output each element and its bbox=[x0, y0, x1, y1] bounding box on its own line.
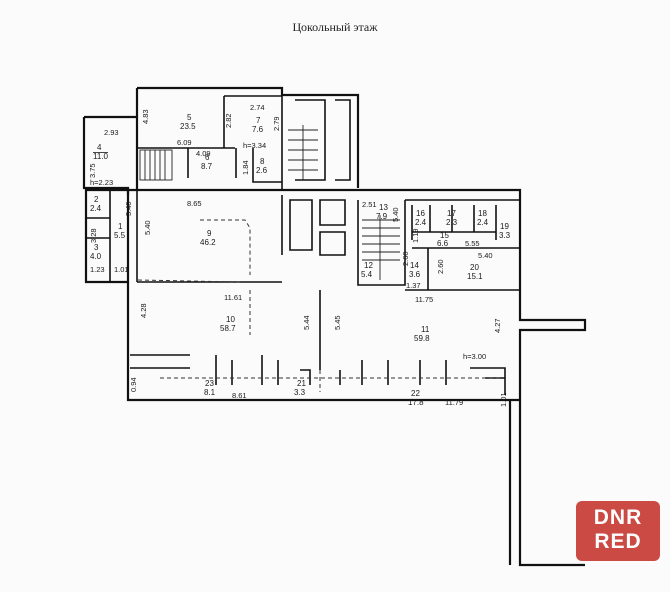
logo-line-1: DNR bbox=[593, 506, 643, 529]
room-number: 17 bbox=[447, 209, 456, 218]
room-area: 3.3 bbox=[294, 388, 306, 397]
room-number: 16 bbox=[416, 209, 425, 218]
dimension-label: 11.79 bbox=[445, 398, 463, 407]
room-number: 22 bbox=[411, 389, 420, 398]
dimension-label: 11.75 bbox=[415, 295, 433, 304]
room-number: 4 bbox=[97, 143, 102, 152]
room-number: 9 bbox=[207, 229, 212, 238]
room-area: 2.4 bbox=[90, 204, 102, 213]
room-number: 1 bbox=[118, 222, 123, 231]
dashed-lines bbox=[137, 219, 500, 392]
outer-walls bbox=[82, 86, 587, 567]
room-area: 5.5 bbox=[114, 231, 126, 240]
room-area: 11.0 bbox=[93, 152, 109, 161]
room-number: 18 bbox=[478, 209, 487, 218]
dimension-label: 6.09 bbox=[177, 138, 192, 147]
room-labels: 4 11.0 5 23.5 6 8.7 7 7.6 8 2.6 2 2.4 1 … bbox=[90, 113, 511, 407]
room-area: 7.9 bbox=[376, 212, 388, 221]
dimension-label: 0.94 bbox=[129, 377, 138, 392]
dimension-label: 5.40 bbox=[478, 251, 493, 260]
room-number: 5 bbox=[187, 113, 192, 122]
room-area: 7.6 bbox=[252, 125, 264, 134]
dimension-label: 2.82 bbox=[224, 113, 233, 128]
dimension-label: 2.74 bbox=[250, 103, 265, 112]
room-area: 2.3 bbox=[446, 218, 458, 227]
room-number: 7 bbox=[256, 116, 261, 125]
dimension-label: 4.09 bbox=[196, 149, 211, 158]
room-number: 3 bbox=[94, 243, 99, 252]
staircase-top bbox=[288, 125, 318, 180]
dimension-label: 5.45 bbox=[333, 315, 342, 330]
dimension-label: 2.60 bbox=[436, 259, 445, 274]
room-area: 23.5 bbox=[180, 122, 196, 131]
room-area: 3.3 bbox=[499, 231, 511, 240]
dimension-label: 2.60 bbox=[401, 251, 410, 266]
dimension-label: 5.44 bbox=[302, 315, 311, 330]
room-number: 20 bbox=[470, 263, 479, 272]
room-number: 13 bbox=[379, 203, 388, 212]
dimension-label: h=3.34 bbox=[243, 141, 266, 150]
room-number: 12 bbox=[364, 261, 373, 270]
dimension-label: 1.37 bbox=[406, 281, 421, 290]
room-number: 8 bbox=[260, 157, 265, 166]
room-number: 23 bbox=[205, 379, 214, 388]
dimension-label: 4.83 bbox=[141, 109, 150, 124]
room-number: 15 bbox=[440, 231, 449, 240]
dimension-label: 1.01 bbox=[114, 265, 129, 274]
staircase-left bbox=[139, 149, 173, 181]
dimension-label: 4.28 bbox=[139, 303, 148, 318]
dnr-red-logo: DNR RED bbox=[576, 501, 660, 561]
dimension-labels: 2.93 3.75 h=2.23 4.83 6.09 2.82 2.74 2.7… bbox=[88, 103, 508, 407]
room-number: 21 bbox=[297, 379, 306, 388]
dimension-label: 1.19 bbox=[411, 228, 420, 243]
logo-line-2: RED bbox=[594, 530, 642, 553]
inner-walls bbox=[86, 95, 520, 395]
dimension-label: 4.27 bbox=[493, 318, 502, 333]
room-number: 19 bbox=[500, 222, 509, 231]
dimension-label: 3.28 bbox=[89, 228, 98, 243]
room-number: 2 bbox=[94, 195, 99, 204]
room-area: 2.4 bbox=[477, 218, 489, 227]
dimension-label: h=3.00 bbox=[463, 352, 486, 361]
room-area: 2.6 bbox=[256, 166, 268, 175]
dimension-label: 2.93 bbox=[104, 128, 119, 137]
dimension-label: 5.40 bbox=[124, 201, 133, 216]
dimension-label: 8.65 bbox=[187, 199, 202, 208]
dimension-label: 5.40 bbox=[143, 220, 152, 235]
room-area: 2.4 bbox=[415, 218, 427, 227]
dimension-label: 1.01 bbox=[499, 392, 508, 407]
room-number: 14 bbox=[410, 261, 419, 270]
dimension-label: 5.55 bbox=[465, 239, 480, 248]
room-area: 8.7 bbox=[201, 162, 213, 171]
room-area: 6.6 bbox=[437, 239, 449, 248]
room-area: 46.2 bbox=[200, 238, 216, 247]
dimension-label: 1.84 bbox=[241, 160, 250, 175]
dimension-label: 3.75 bbox=[88, 163, 97, 178]
room-area: 4.0 bbox=[90, 252, 102, 261]
room-number: 6 bbox=[205, 153, 210, 162]
room-area: 58.7 bbox=[220, 324, 236, 333]
dimension-label: 2.79 bbox=[272, 116, 281, 131]
room-area: 59.8 bbox=[414, 334, 430, 343]
room-area: 17.8 bbox=[408, 398, 424, 407]
dimension-label: 11.61 bbox=[224, 293, 242, 302]
plan-title: Цокольный этаж bbox=[292, 20, 378, 34]
room-area: 5.4 bbox=[361, 270, 373, 279]
dimension-label: 2.51 bbox=[362, 200, 377, 209]
dimension-label: 5.40 bbox=[391, 207, 400, 222]
room-area: 8.1 bbox=[204, 388, 216, 397]
dimension-label: h=2.23 bbox=[90, 178, 113, 187]
staircase-center bbox=[362, 215, 400, 280]
room-number: 10 bbox=[226, 315, 235, 324]
room-area: 3.6 bbox=[409, 270, 421, 279]
dimension-label: 8.61 bbox=[232, 391, 247, 400]
room-area: 15.1 bbox=[467, 272, 483, 281]
room-number: 11 bbox=[421, 325, 430, 334]
dimension-label: 1.23 bbox=[90, 265, 105, 274]
